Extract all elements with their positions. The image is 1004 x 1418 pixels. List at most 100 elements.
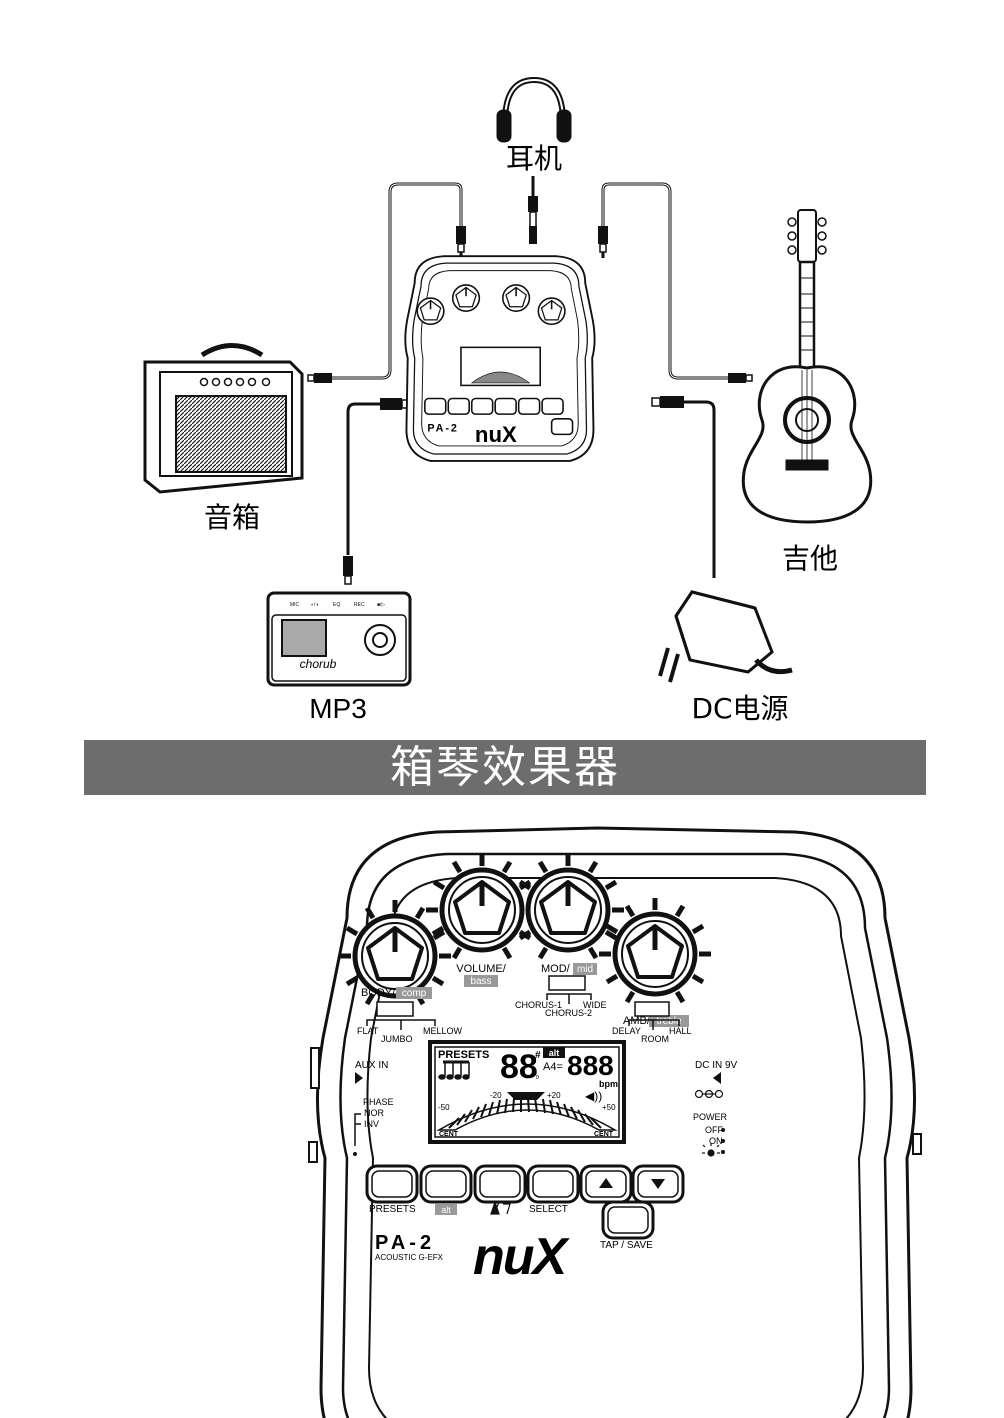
volume-knob-label: VOLUME/	[456, 963, 506, 975]
guitar-icon	[741, 209, 873, 524]
mp3-label-rec: REC	[354, 602, 365, 608]
dc-polarity-icon	[694, 1089, 724, 1099]
lcd-plus20: +20	[547, 1091, 561, 1100]
svg-text:PA-2: PA-2	[427, 422, 458, 434]
dc-in-label: DC IN 9V	[695, 1060, 738, 1071]
power-led-icon	[702, 1143, 720, 1157]
presets-button-label: PRESETS	[369, 1204, 416, 1215]
svg-text:♭: ♭	[535, 1071, 540, 1082]
power-off-label: OFF	[705, 1125, 723, 1135]
amb-mode-switch[interactable]	[634, 1001, 670, 1017]
banner-title: 箱琴效果器	[84, 740, 926, 795]
amb-mode-delay: DELAY	[612, 1026, 641, 1036]
body-knob[interactable]	[352, 913, 438, 999]
lcd-plus50: +50	[602, 1103, 616, 1112]
phase-label: PHASE	[363, 1097, 394, 1107]
lcd-bpm-digits: 888	[567, 1050, 614, 1081]
mp3-label-mic: MIC	[290, 602, 300, 608]
amp-cable	[330, 182, 463, 380]
lcd-minus20: -20	[490, 1091, 502, 1100]
lcd-presets-label: PRESETS	[438, 1049, 489, 1061]
lcd-bpm-label: bpm	[599, 1079, 618, 1089]
mod-knob-alt-label: mid	[577, 964, 593, 975]
guitar-cable-plug	[597, 225, 609, 259]
speaker-icon	[143, 343, 304, 494]
speaker-label: 音箱	[204, 501, 260, 534]
lcd-main-digits: 88	[500, 1048, 538, 1086]
alt-button-label: alt	[441, 1205, 451, 1215]
amp-input-plug	[307, 373, 332, 383]
amb-mode-room: ROOM	[641, 1034, 669, 1044]
down-arrow-icon	[651, 1179, 665, 1189]
lcd-alt-label: alt	[549, 1048, 560, 1058]
mp3-label-play: ■/▷	[377, 602, 385, 608]
tuner-meter-icon	[436, 1097, 618, 1131]
body-mode-switch[interactable]	[376, 1001, 414, 1017]
select-button[interactable]	[526, 1164, 580, 1204]
device-small: PA-2 nuX	[404, 255, 596, 462]
mp3-label-eq: EQ	[333, 602, 340, 608]
phase-switch[interactable]	[354, 1113, 361, 1146]
up-arrow-icon	[599, 1178, 613, 1188]
power-on-label: ON	[709, 1136, 723, 1146]
amb-knob-label: AMB/	[623, 1015, 651, 1027]
power-adapter-icon	[658, 590, 793, 683]
mp3-player-icon: MIC ◐/◑ EQ REC ■/▷ chorub	[266, 591, 412, 687]
alt-button[interactable]	[419, 1164, 473, 1204]
lcd-minus50: -50	[438, 1103, 450, 1112]
down-button[interactable]	[631, 1164, 685, 1204]
tap-save-button-label: TAP / SAVE	[600, 1240, 653, 1251]
aux-plug	[343, 398, 411, 585]
mod-mode-chorus1: CHORUS-1	[515, 1000, 562, 1010]
amb-mode-hall: HALL	[669, 1026, 692, 1036]
brand-logo: nuX	[473, 1228, 571, 1286]
guitar-input-plug	[728, 373, 753, 383]
lcd-a4-label: A4=	[543, 1061, 563, 1073]
mp3-label-mode: ◐/◑	[311, 602, 318, 608]
body-mode-jumbo: JUMBO	[381, 1034, 413, 1044]
aux-in-label: AUX IN	[355, 1060, 388, 1071]
metronome-button[interactable]	[473, 1164, 527, 1204]
amb-knob-alt-label: treble	[656, 1016, 681, 1027]
mod-knob[interactable]	[525, 867, 611, 953]
lcd-display: PRESETS 88 # ♭ alt A4= 888 bpm ◀)) -20 +…	[428, 1040, 626, 1144]
amb-knob[interactable]	[612, 911, 698, 997]
device-large: BODY/ comp VOLUME/ bass MOD/ mid AMB/ tr…	[308, 826, 922, 1418]
body-knob-label: BODY/	[361, 987, 396, 999]
select-button-label: SELECT	[529, 1204, 568, 1215]
dc-cable	[660, 400, 716, 578]
mp3-label: MP3	[309, 693, 367, 724]
volume-knob-alt-label: bass	[470, 976, 491, 987]
model-subtitle: ACOUSTIC G-EFX	[375, 1253, 444, 1262]
dc-plug	[651, 396, 684, 408]
lcd-cent-left: CENT	[439, 1131, 459, 1138]
guitar-cable	[601, 182, 730, 380]
aux-cable	[346, 402, 398, 555]
body-knob-alt-label: comp	[402, 988, 427, 999]
dc-power-label: DC电源	[691, 692, 788, 725]
lcd-cent-right: CENT	[594, 1131, 614, 1138]
presets-button[interactable]	[365, 1164, 419, 1204]
power-label: POWER	[693, 1112, 728, 1122]
mod-mode-switch[interactable]	[548, 975, 586, 991]
body-mode-mellow: MELLOW	[423, 1026, 463, 1036]
svg-text:nuX: nuX	[475, 422, 517, 447]
mod-mode-chorus2: CHORUS-2	[545, 1008, 592, 1018]
up-button[interactable]	[579, 1164, 633, 1204]
volume-knob[interactable]	[439, 867, 525, 953]
guitar-label: 吉他	[782, 542, 838, 575]
model-name: PA-2	[375, 1232, 435, 1254]
svg-text:#: #	[535, 1050, 541, 1061]
headphone-cable	[528, 176, 538, 244]
amp-cable-plug	[455, 225, 467, 259]
dc-in-arrow-icon	[713, 1072, 721, 1084]
mp3-brand: chorub	[300, 657, 337, 671]
speaker-volume-icon: ◀))	[585, 1089, 602, 1103]
tap-save-button[interactable]	[601, 1200, 655, 1240]
phase-nor-label: NOR	[364, 1108, 385, 1118]
mod-knob-label: MOD/	[541, 963, 571, 975]
phase-inv-label: INV	[364, 1119, 379, 1129]
metronome-tuner-icon	[490, 1200, 511, 1215]
note-icon	[438, 1060, 470, 1080]
